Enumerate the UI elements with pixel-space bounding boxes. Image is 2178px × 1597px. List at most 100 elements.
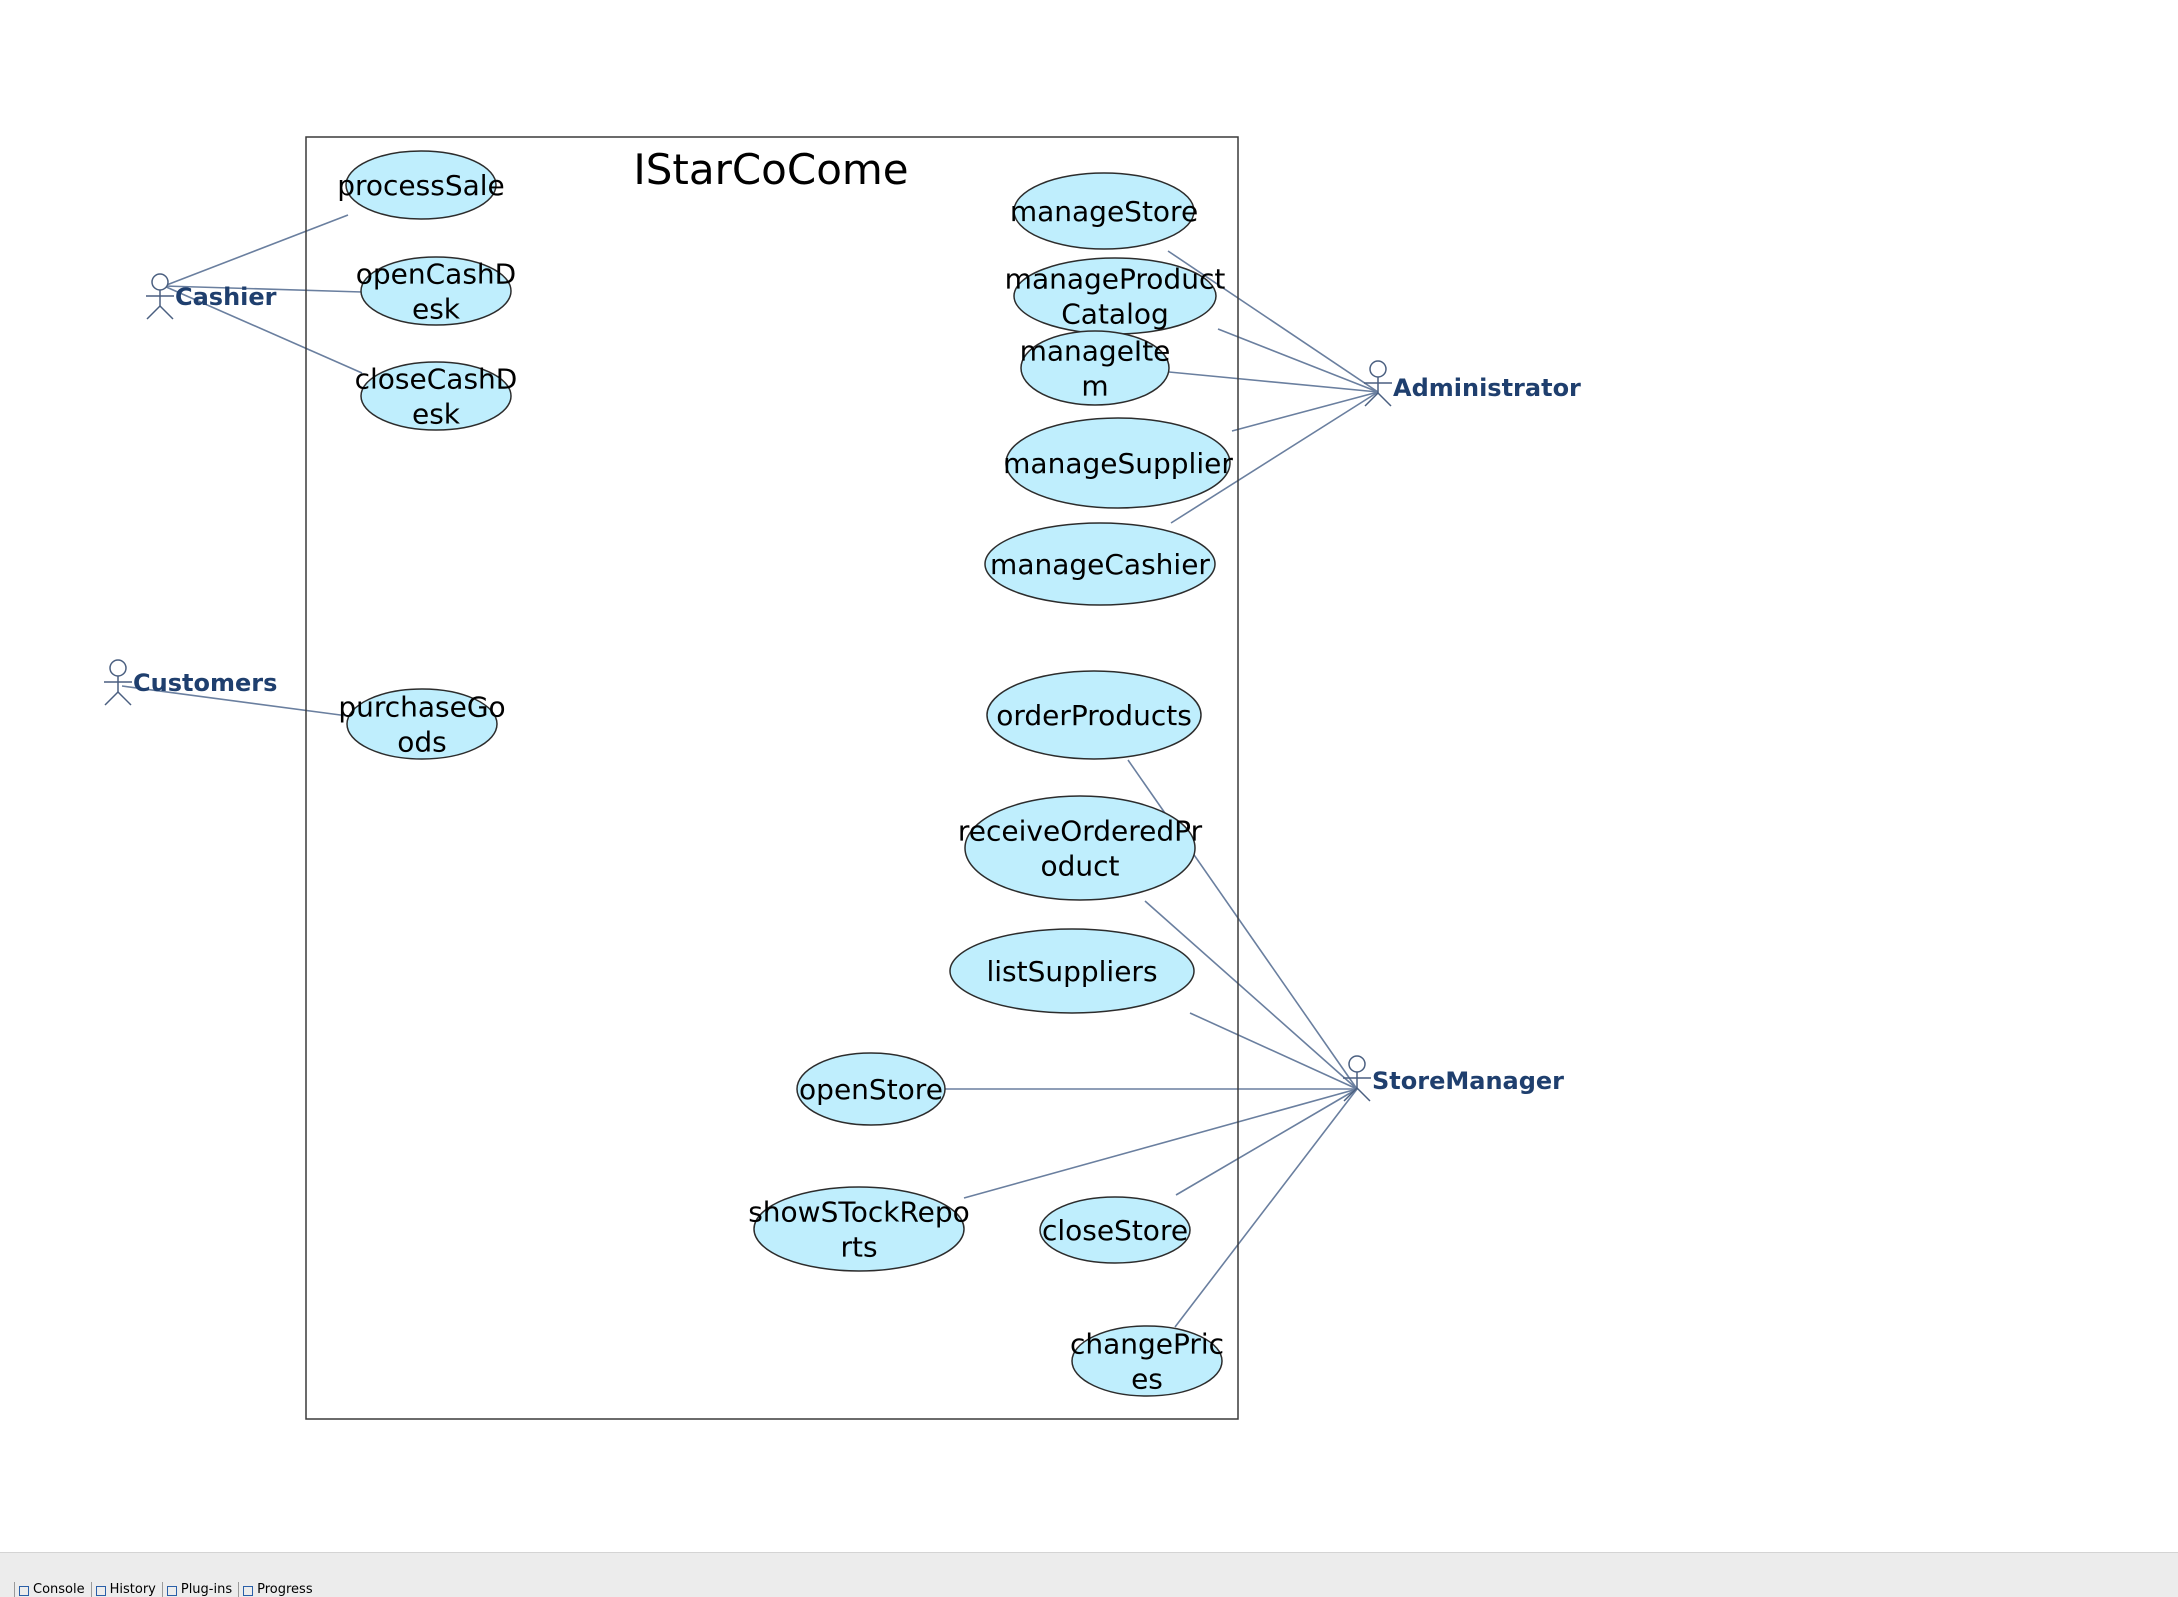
usecase-label: showSTockRepo xyxy=(748,1196,970,1229)
usecase-ellipse[interactable] xyxy=(360,361,512,431)
bottom-panel-bar xyxy=(0,1552,2178,1597)
usecase-label: rts xyxy=(840,1231,877,1264)
history-icon xyxy=(95,1586,106,1596)
usecase-ellipse[interactable] xyxy=(986,670,1202,760)
usecase-label: changePric xyxy=(1070,1328,1224,1361)
association-administrator-manageProductCatalog[interactable] xyxy=(1217,328,1379,393)
usecase-manageCashier[interactable]: manageCashier xyxy=(984,522,1216,606)
usecase-ellipse[interactable] xyxy=(345,150,497,220)
usecase-ellipse[interactable] xyxy=(360,256,512,326)
tab-label: History xyxy=(109,1582,156,1597)
actor-icon xyxy=(1364,360,1392,407)
tab-label: Console xyxy=(33,1582,85,1597)
use-cases: processSaleopenCashDeskcloseCashDeskpurc… xyxy=(337,150,1233,1397)
association-administrator-manageStore[interactable] xyxy=(1167,250,1379,393)
usecase-label: manageCashier xyxy=(990,548,1210,581)
association-cashier-openCashDesk[interactable] xyxy=(163,285,363,293)
usecase-openStore[interactable]: openStore xyxy=(796,1052,946,1126)
actor-icon xyxy=(146,273,174,320)
system-boundary[interactable] xyxy=(305,136,1239,1420)
tab-label: Plug-ins xyxy=(180,1582,233,1597)
usecase-manageSupplier[interactable]: manageSupplier xyxy=(1003,417,1233,509)
association-customers-purchaseGoods[interactable] xyxy=(121,685,349,717)
usecase-label: processSale xyxy=(337,169,505,202)
usecase-ellipse[interactable] xyxy=(753,1186,965,1272)
usecase-label: closeStore xyxy=(1042,1214,1188,1247)
usecase-label: openStore xyxy=(799,1073,943,1106)
usecase-processSale[interactable]: processSale xyxy=(337,150,505,220)
actor-label: Customers xyxy=(133,669,277,697)
tab-plug-ins[interactable]: Plug-ins xyxy=(161,1582,238,1597)
usecase-label: receiveOrderedPr xyxy=(958,815,1203,848)
actor-label: Administrator xyxy=(1393,374,1581,402)
association-storemanager-listSuppliers[interactable] xyxy=(1189,1012,1358,1090)
association-storemanager-closeStore[interactable] xyxy=(1175,1088,1358,1196)
usecase-label: purchaseGo xyxy=(338,691,505,724)
usecase-ellipse[interactable] xyxy=(1005,417,1231,509)
usecase-label: listSuppliers xyxy=(986,955,1157,988)
association-storemanager-showSTockReports[interactable] xyxy=(963,1088,1358,1199)
actor-cashier[interactable]: Cashier xyxy=(146,273,277,320)
association-administrator-manageCashier[interactable] xyxy=(1170,391,1379,524)
tab-console[interactable]: Console xyxy=(14,1582,91,1597)
usecase-ellipse[interactable] xyxy=(949,928,1195,1014)
association-storemanager-orderProducts[interactable] xyxy=(1127,759,1358,1090)
plugin-icon xyxy=(166,1586,177,1596)
association-lines xyxy=(121,214,1379,1328)
usecase-label: manageProduct xyxy=(1005,263,1226,296)
actor-customers[interactable]: Customers xyxy=(104,659,277,706)
usecase-orderProducts[interactable]: orderProducts xyxy=(986,670,1202,760)
tab-progress[interactable]: Progress xyxy=(238,1582,318,1597)
association-administrator-manageItem[interactable] xyxy=(1168,371,1379,393)
bottom-panel-tabs: Console History Plug-ins Progress xyxy=(0,1582,319,1597)
association-cashier-closeCashDesk[interactable] xyxy=(163,285,363,374)
usecase-label: Catalog xyxy=(1061,298,1169,331)
usecase-label: manageIte xyxy=(1020,335,1171,368)
association-storemanager-changePrices[interactable] xyxy=(1174,1088,1358,1328)
usecase-label: openCashD xyxy=(356,258,516,291)
usecase-ellipse[interactable] xyxy=(1020,330,1170,406)
usecase-ellipse[interactable] xyxy=(964,795,1196,901)
actor-icon xyxy=(1343,1055,1371,1102)
tab-label: Progress xyxy=(257,1582,313,1597)
actor-icon xyxy=(104,659,132,706)
actor-label: Cashier xyxy=(175,283,277,311)
usecase-label: esk xyxy=(412,398,461,431)
usecase-manageStore[interactable]: manageStore xyxy=(1010,172,1198,250)
usecase-ellipse[interactable] xyxy=(1071,1325,1223,1397)
usecase-ellipse[interactable] xyxy=(984,522,1216,606)
panel-menu-handle[interactable] xyxy=(0,1582,14,1597)
usecase-label: ods xyxy=(397,726,447,759)
usecase-closeStore[interactable]: closeStore xyxy=(1039,1196,1191,1264)
tab-history[interactable]: History xyxy=(90,1582,162,1597)
usecase-ellipse[interactable] xyxy=(1039,1196,1191,1264)
progress-icon xyxy=(243,1586,254,1596)
association-administrator-manageSupplier[interactable] xyxy=(1231,391,1379,432)
actor-administrator[interactable]: Administrator xyxy=(1364,360,1581,407)
usecase-label: manageSupplier xyxy=(1003,447,1233,480)
usecase-listSuppliers[interactable]: listSuppliers xyxy=(949,928,1195,1014)
actor-label: StoreManager xyxy=(1372,1067,1564,1095)
actor-storemanager[interactable]: StoreManager xyxy=(1343,1055,1564,1102)
console-icon xyxy=(19,1586,29,1596)
system-title: IStarCoCome xyxy=(633,145,908,194)
association-storemanager-receiveOrderedProduct[interactable] xyxy=(1144,900,1358,1090)
usecase-ellipse[interactable] xyxy=(1013,172,1195,250)
association-cashier-processSale[interactable] xyxy=(163,214,349,287)
usecase-label: esk xyxy=(412,293,461,326)
usecase-label: oduct xyxy=(1040,850,1119,883)
usecase-label: m xyxy=(1081,370,1108,403)
usecase-ellipse[interactable] xyxy=(346,688,498,760)
usecase-ellipse[interactable] xyxy=(796,1052,946,1126)
usecase-label: closeCashD xyxy=(355,363,518,396)
